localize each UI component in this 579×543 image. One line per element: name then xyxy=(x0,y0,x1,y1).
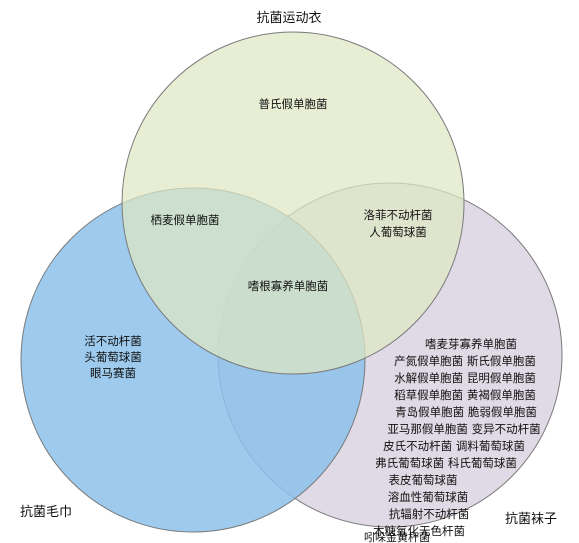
species-label: 洛菲不动杆菌 xyxy=(364,208,433,222)
set-label-clothes: 抗菌运动衣 xyxy=(256,10,321,26)
region-clothes-only: 普氏假单胞菌 xyxy=(259,97,328,111)
species-label: 产氮假单胞菌 斯氏假单胞菌 xyxy=(394,354,536,368)
species-label: 嗜麦芽寡养单胞菌 xyxy=(425,337,517,351)
species-label: 皮氏不动杆菌 调料葡萄球菌 xyxy=(383,439,525,453)
region-labels: 普氏假单胞菌 栖麦假单胞菌 洛菲不动杆菌 人葡萄球菌 嗜根寡养单胞菌 活不动杆菌… xyxy=(84,97,540,543)
set-label-towel: 抗菌毛巾 xyxy=(20,505,72,520)
species-label: 栖麦假单胞菌 xyxy=(151,213,220,227)
species-label: 活不动杆菌 xyxy=(84,334,142,348)
region-clothes-socks: 洛菲不动杆菌 人葡萄球菌 xyxy=(364,208,433,239)
species-label: 水解假单胞菌 昆明假单胞菌 xyxy=(394,371,536,385)
set-labels: 抗菌运动衣 抗菌毛巾 抗菌袜子 xyxy=(20,10,557,527)
species-label: 眼马赛菌 xyxy=(90,366,136,380)
species-label: 亚马那假单胞菌 变异不动杆菌 xyxy=(387,422,540,436)
species-label: 表皮葡萄球菌 xyxy=(389,473,458,487)
species-label: 溶血性葡萄球菌 xyxy=(388,490,469,504)
species-label: 弗氏葡萄球菌 科氏葡萄球菌 xyxy=(375,456,517,470)
region-all-three: 嗜根寡养单胞菌 xyxy=(248,279,329,293)
species-label: 青岛假单胞菌 脆弱假单胞菌 xyxy=(395,405,537,419)
circles-layer xyxy=(20,31,563,533)
region-towel-only: 活不动杆菌 头葡萄球菌 眼马赛菌 xyxy=(84,334,142,380)
species-label: 稻草假单胞菌 黄褐假单胞菌 xyxy=(394,388,536,402)
region-socks-only: 嗜麦芽寡养单胞菌 产氮假单胞菌 斯氏假单胞菌 水解假单胞菌 昆明假单胞菌 稻草假… xyxy=(364,337,541,543)
region-clothes-towel: 栖麦假单胞菌 xyxy=(151,213,220,227)
species-label: 人葡萄球菌 xyxy=(369,225,427,239)
circle-clothes xyxy=(121,31,465,375)
species-label: 嗜根寡养单胞菌 xyxy=(248,279,329,293)
species-label: 头葡萄球菌 xyxy=(84,350,142,364)
species-label: 吲哚金黄杆菌 xyxy=(364,530,430,543)
species-label: 普氏假单胞菌 xyxy=(259,97,328,111)
species-label: 抗辐射不动杆菌 xyxy=(389,507,470,521)
species-label: 木糖氧化无色杆菌 xyxy=(373,524,465,538)
set-label-socks: 抗菌袜子 xyxy=(505,512,557,527)
